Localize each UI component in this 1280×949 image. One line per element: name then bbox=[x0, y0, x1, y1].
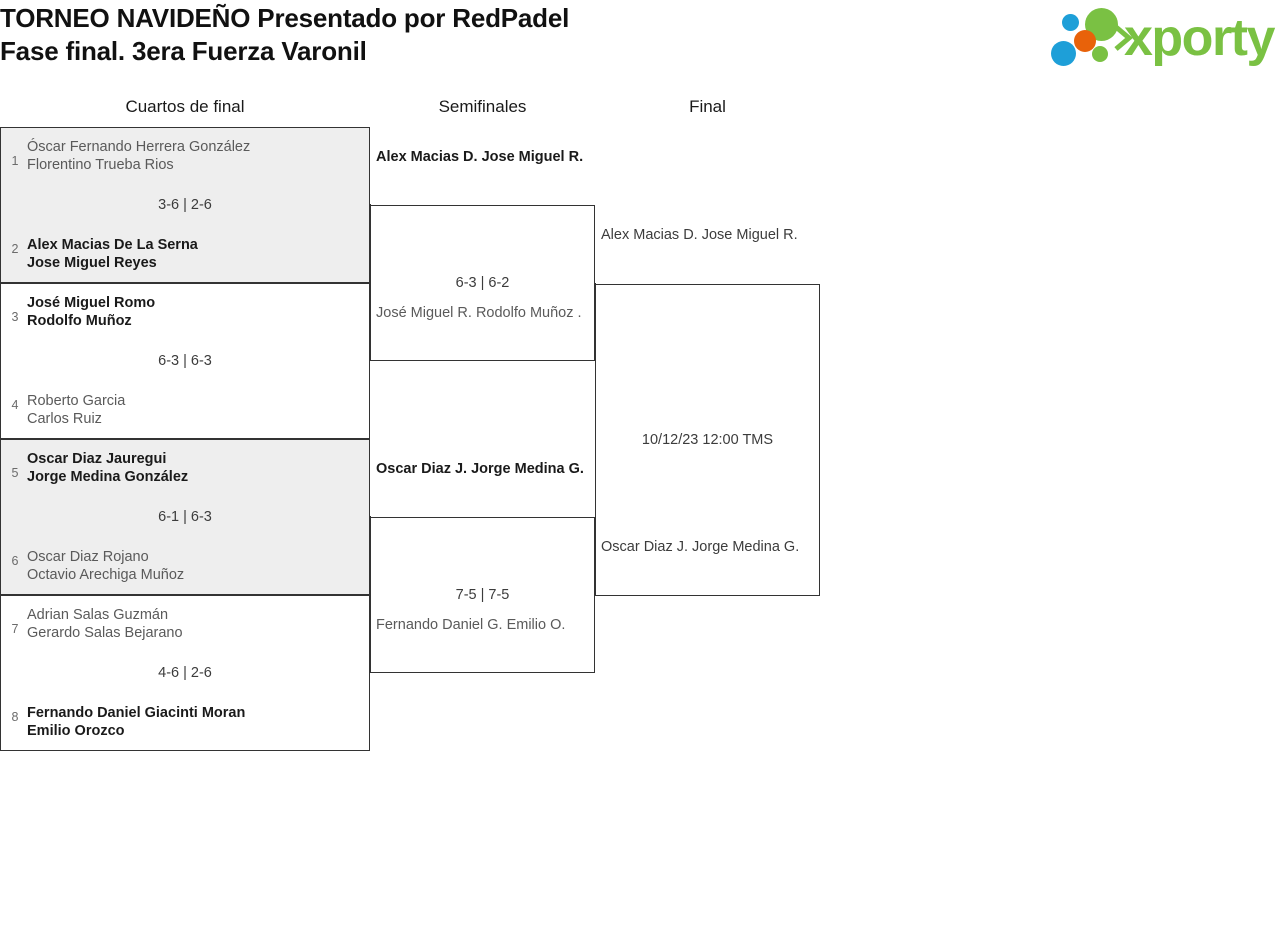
seed-number: 3 bbox=[11, 310, 19, 324]
team-bottom[interactable]: Fernando Daniel Giacinti Moran Emilio Or… bbox=[1, 704, 369, 740]
connector bbox=[594, 595, 596, 596]
match-quarterfinal-4[interactable]: 7 Adrian Salas Guzmán Gerardo Salas Beja… bbox=[0, 595, 370, 751]
round-header-quarterfinals: Cuartos de final bbox=[125, 97, 245, 116]
xporty-logo[interactable]: xporty bbox=[1046, 4, 1275, 70]
connector bbox=[369, 672, 371, 673]
player-name: Alex Macias D. bbox=[376, 149, 478, 165]
team-top[interactable]: José Miguel Romo Rodolfo Muñoz bbox=[1, 294, 369, 330]
seed-number: 8 bbox=[11, 710, 19, 724]
page-title: TORNEO NAVIDEÑO Presentado por RedPadel … bbox=[0, 2, 569, 68]
player-name: Fernando Daniel G. bbox=[376, 617, 503, 633]
match-score: 6-1 | 6-3 bbox=[158, 509, 212, 525]
player-name: Jose Miguel R. bbox=[481, 149, 584, 165]
logo-dots-icon bbox=[1050, 8, 1130, 68]
connector bbox=[369, 204, 371, 205]
tournament-name: TORNEO NAVIDEÑO Presentado por RedPadel bbox=[0, 3, 570, 33]
match-semifinal-2[interactable]: 7-5 | 7-5 bbox=[370, 517, 595, 673]
semifinal-1-team-bottom[interactable]: José Miguel R. Rodolfo Muñoz . bbox=[376, 304, 582, 322]
final-team-top[interactable]: Alex Macias D. Jose Miguel R. bbox=[601, 226, 798, 244]
page-header: TORNEO NAVIDEÑO Presentado por RedPadel … bbox=[0, 0, 1280, 78]
player-name: Octavio Arechiga Muñoz bbox=[27, 567, 185, 583]
team-bottom[interactable]: Oscar Diaz Rojano Octavio Arechiga Muñoz bbox=[1, 548, 369, 584]
match-score: 3-6 | 2-6 bbox=[158, 197, 212, 213]
player-name: Gerardo Salas Bejarano bbox=[27, 625, 183, 641]
seed-number: 6 bbox=[11, 554, 19, 568]
seed-number: 5 bbox=[11, 466, 19, 480]
match-semifinal-1[interactable]: 6-3 | 6-2 bbox=[370, 205, 595, 361]
semifinal-2-team-bottom[interactable]: Fernando Daniel G. Emilio O. bbox=[376, 616, 565, 634]
semifinal-2-team-top[interactable]: Oscar Diaz J. Jorge Medina G. bbox=[376, 460, 584, 478]
seed-number: 1 bbox=[11, 154, 19, 168]
connector bbox=[594, 283, 596, 284]
player-name: Oscar Diaz Jauregui bbox=[27, 451, 167, 467]
player-name: Alex Macias D. bbox=[601, 227, 698, 243]
round-header-semifinals: Semifinales bbox=[438, 97, 527, 116]
connector bbox=[369, 516, 371, 517]
logo-dot-blue-small bbox=[1062, 14, 1079, 31]
team-top[interactable]: Oscar Diaz Jauregui Jorge Medina Gonzále… bbox=[1, 450, 369, 486]
seed-number: 4 bbox=[11, 398, 19, 412]
player-name: Carlos Ruiz bbox=[27, 411, 102, 427]
player-name: Adrian Salas Guzmán bbox=[27, 607, 169, 623]
final-team-bottom[interactable]: Oscar Diaz J. Jorge Medina G. bbox=[601, 538, 799, 556]
match-quarterfinal-1[interactable]: 1 Óscar Fernando Herrera González Floren… bbox=[0, 127, 370, 283]
player-name: Alex Macias De La Serna bbox=[27, 237, 198, 253]
logo-dot-green-small bbox=[1092, 46, 1108, 62]
semifinal-1-team-top[interactable]: Alex Macias D. Jose Miguel R. bbox=[376, 148, 583, 166]
team-bottom[interactable]: Alex Macias De La Serna Jose Miguel Reye… bbox=[1, 236, 369, 272]
final-schedule: 10/12/23 12:00 TMS bbox=[641, 432, 774, 448]
seed-number: 2 bbox=[11, 242, 19, 256]
logo-dot-orange bbox=[1074, 30, 1096, 52]
logo-wordmark: xporty bbox=[1124, 9, 1275, 67]
match-quarterfinal-2[interactable]: 3 José Miguel Romo Rodolfo Muñoz 6-3 | 6… bbox=[0, 283, 370, 439]
player-name: Jose Miguel R. bbox=[701, 227, 798, 243]
player-name: Oscar Diaz J. bbox=[376, 461, 468, 477]
connector bbox=[369, 360, 371, 361]
player-name: Jorge Medina González bbox=[27, 469, 189, 485]
team-top[interactable]: Adrian Salas Guzmán Gerardo Salas Bejara… bbox=[1, 606, 369, 642]
player-name: Fernando Daniel Giacinti Moran bbox=[27, 705, 246, 721]
player-name: Jorge Medina G. bbox=[692, 539, 800, 555]
player-name: Óscar Fernando Herrera González bbox=[27, 139, 251, 155]
player-name: Jose Miguel Reyes bbox=[27, 255, 157, 271]
player-name: Oscar Diaz Rojano bbox=[27, 549, 149, 565]
match-score: 6-3 | 6-3 bbox=[158, 353, 212, 369]
player-name: Oscar Diaz J. bbox=[601, 539, 689, 555]
logo-dot-blue-large bbox=[1051, 41, 1076, 66]
match-quarterfinal-3[interactable]: 5 Oscar Diaz Jauregui Jorge Medina Gonzá… bbox=[0, 439, 370, 595]
player-name: Florentino Trueba Rios bbox=[27, 157, 174, 173]
player-name: Emilio Orozco bbox=[27, 723, 125, 739]
player-name: Jorge Medina G. bbox=[471, 461, 584, 477]
player-name: Rodolfo Muñoz . bbox=[475, 305, 582, 321]
player-name: Roberto Garcia bbox=[27, 393, 126, 409]
match-score: 7-5 | 7-5 bbox=[455, 587, 510, 603]
round-header-final: Final bbox=[689, 97, 726, 116]
player-name: José Miguel Romo bbox=[27, 295, 156, 311]
tournament-phase: Fase final. 3era Fuerza Varonil bbox=[0, 36, 367, 66]
match-score: 4-6 | 2-6 bbox=[158, 665, 212, 681]
player-name: Rodolfo Muñoz bbox=[27, 313, 132, 329]
team-top[interactable]: Óscar Fernando Herrera González Florenti… bbox=[1, 138, 369, 174]
chevron-right-icon bbox=[1114, 25, 1134, 51]
team-bottom[interactable]: Roberto Garcia Carlos Ruiz bbox=[1, 392, 369, 428]
match-final[interactable]: 10/12/23 12:00 TMS bbox=[595, 284, 820, 596]
match-score: 6-3 | 6-2 bbox=[455, 275, 510, 291]
player-name: José Miguel R. bbox=[376, 305, 472, 321]
player-name: Emilio O. bbox=[506, 617, 566, 633]
seed-number: 7 bbox=[11, 622, 19, 636]
